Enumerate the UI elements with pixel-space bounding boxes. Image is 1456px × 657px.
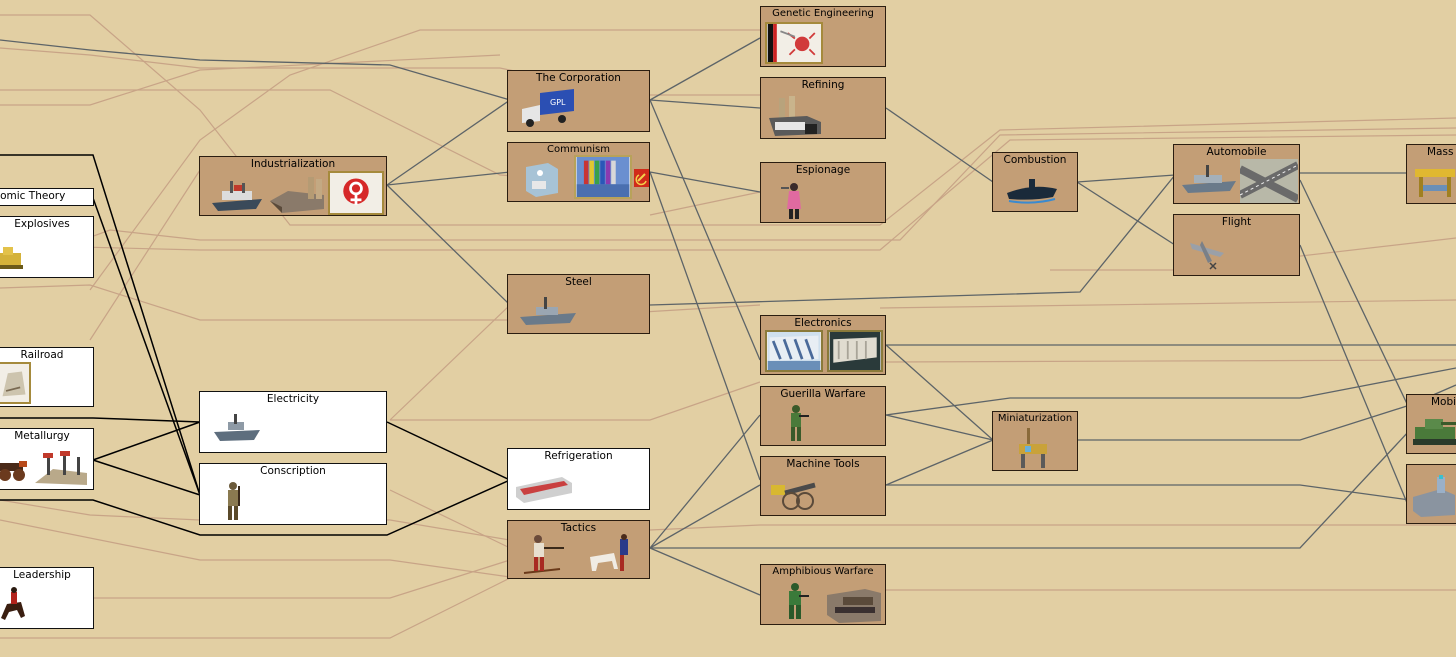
- tech-label: Amphibious Warfare: [772, 566, 874, 577]
- tech-label: Flight: [1221, 216, 1252, 228]
- tech-label: Genetic Engineering: [772, 8, 874, 19]
- womens-suffrage-icon: [328, 171, 384, 215]
- submarine-icon: [1003, 171, 1061, 207]
- tech-label: Tactics: [560, 522, 597, 534]
- tech-label: Refrigeration: [544, 450, 613, 462]
- tech-explosives[interactable]: Explosives: [0, 216, 94, 278]
- tech-label: Mobi: [1431, 396, 1456, 408]
- tech-machine-tools[interactable]: Machine Tools: [760, 456, 886, 516]
- tech-tactics[interactable]: Tactics: [507, 520, 650, 579]
- tech-label: Machine Tools: [786, 458, 860, 470]
- destroyer-icon: [212, 408, 262, 448]
- cannon-icon: [0, 447, 31, 485]
- supermarket-icon: [514, 467, 574, 507]
- tech-atomic-theory[interactable]: Atomic Theory: [0, 188, 94, 206]
- tech-label: Combustion: [1003, 154, 1067, 166]
- tech-conscription[interactable]: Conscription: [199, 463, 387, 525]
- tech-label: Railroad: [20, 349, 64, 361]
- tech-refrigeration[interactable]: Refrigeration: [507, 448, 650, 510]
- marines-icon: [781, 581, 809, 623]
- tech-label: Communism: [547, 144, 610, 155]
- mass-transit-icon: [1411, 161, 1456, 201]
- tech-guerilla-warfare[interactable]: Guerilla Warfare: [760, 386, 886, 446]
- tech-flight[interactable]: Flight: [1173, 214, 1300, 276]
- tech-label: Guerilla Warfare: [780, 388, 866, 400]
- united-nations-icon: [574, 155, 632, 199]
- tech-label: Conscription: [260, 465, 326, 477]
- riflemen-icon: [218, 480, 248, 524]
- tech-amphibious-warfare[interactable]: Amphibious Warfare: [760, 564, 886, 625]
- transport-ship-icon: [208, 173, 266, 215]
- tech-label: Explosives: [14, 218, 70, 230]
- tech-steel[interactable]: Steel: [507, 274, 650, 334]
- tech-refining[interactable]: Refining: [760, 77, 886, 139]
- cure-for-cancer-icon: [765, 22, 823, 64]
- tech-label: Refining: [801, 79, 845, 91]
- battleship-icon: [1180, 161, 1238, 199]
- tech-label: Steel: [565, 276, 592, 288]
- offshore-platform-icon: [1013, 426, 1053, 470]
- svg-text:GPL: GPL: [550, 98, 566, 107]
- tech-metallurgy[interactable]: Metallurgy: [0, 428, 94, 490]
- faint-background-lines: [0, 14, 1456, 639]
- fighter-icon: [1186, 231, 1230, 271]
- hydro-plant-icon: [765, 330, 823, 372]
- tech-label: Industrialization: [250, 158, 336, 170]
- artillery-icon: [769, 475, 819, 513]
- armor-icon: [1409, 409, 1456, 449]
- tech-communism[interactable]: Communism: [507, 142, 650, 202]
- tech-miniaturization[interactable]: Miniaturization: [992, 411, 1078, 471]
- tech-label: Automobile: [1206, 146, 1267, 158]
- tech-label: Electronics: [794, 317, 852, 329]
- tech-label: Mass: [1427, 146, 1454, 158]
- darwins-voyage-icon: [0, 362, 31, 404]
- known-tech-lines: [0, 154, 511, 536]
- tech-label: The Corporation: [536, 72, 621, 84]
- partisan-icon: [783, 403, 809, 445]
- tech-railroad[interactable]: Railroad: [0, 347, 94, 407]
- port-facility-icon: [825, 581, 883, 623]
- tech-label: Electricity: [266, 393, 320, 405]
- tech-label: Leadership: [13, 569, 71, 581]
- tech-label: Miniaturization: [997, 413, 1073, 424]
- coastal-defense-icon: [33, 443, 89, 487]
- cruiser-icon: [518, 291, 578, 331]
- tech-label: Espionage: [795, 164, 851, 176]
- hammer-sickle-icon: [634, 169, 649, 187]
- tech-the-corporation[interactable]: The Corporation GPL: [507, 70, 650, 132]
- tech-mobile-warfare[interactable]: Mobi: [1406, 394, 1456, 454]
- hoover-dam-icon: [827, 330, 883, 372]
- tech-industrialization[interactable]: Industrialization: [199, 156, 387, 216]
- alpine-troops-icon: [520, 533, 566, 577]
- tech-label: Metallurgy: [14, 430, 70, 442]
- truck-icon: GPL: [518, 85, 578, 129]
- spy-icon: [779, 179, 809, 222]
- tech-genetic-engineering[interactable]: Genetic Engineering: [760, 6, 886, 67]
- tech-electronics[interactable]: Electronics: [760, 315, 886, 375]
- tech-leadership[interactable]: Leadership: [0, 567, 94, 629]
- tech-electricity[interactable]: Electricity: [199, 391, 387, 453]
- tech-label: Atomic Theory: [0, 190, 66, 202]
- dragoons-icon: [0, 584, 31, 624]
- police-station-icon: [518, 157, 568, 199]
- grey-prerequisite-lines: [0, 37, 1456, 596]
- tech-combustion[interactable]: Combustion: [992, 152, 1078, 212]
- tech-mass[interactable]: Mass: [1406, 144, 1456, 204]
- tech-unnamed-right[interactable]: [1406, 464, 1456, 524]
- engineers-icon: [0, 235, 27, 275]
- tech-automobile[interactable]: Automobile: [1173, 144, 1300, 204]
- super-highways-icon: [1240, 159, 1298, 203]
- cavalry-icon: [586, 533, 636, 577]
- tech-espionage[interactable]: Espionage: [760, 162, 886, 223]
- factory-icon: [268, 175, 326, 215]
- power-plant-icon: [767, 94, 823, 138]
- factory-icon: [1411, 471, 1456, 519]
